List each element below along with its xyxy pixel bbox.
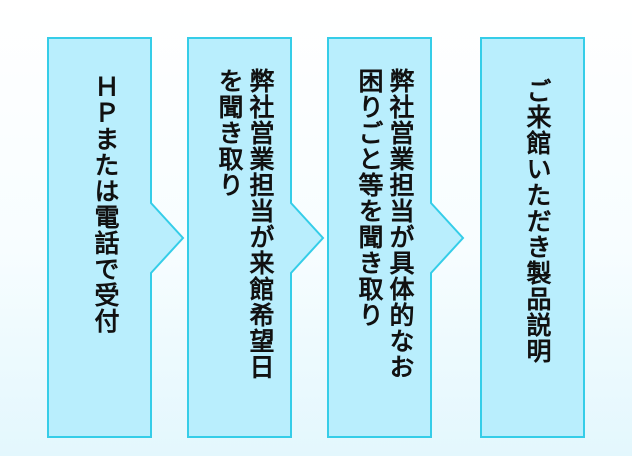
step-1-label: ＨＰまたは電話で受付 [91, 74, 120, 334]
step-2-label: 弊社営業担当が来館希望日 を聞き取り [215, 68, 275, 380]
step-box-1 [47, 37, 185, 438]
step-box-2 [187, 37, 325, 438]
step-3-label: 弊社営業担当が具体的なお 困りごと等を聞き取り [355, 68, 415, 380]
step-4-label: ご来館いただき製品説明 [523, 78, 552, 364]
step-box-4 [480, 37, 585, 438]
step-box-3 [327, 37, 465, 438]
